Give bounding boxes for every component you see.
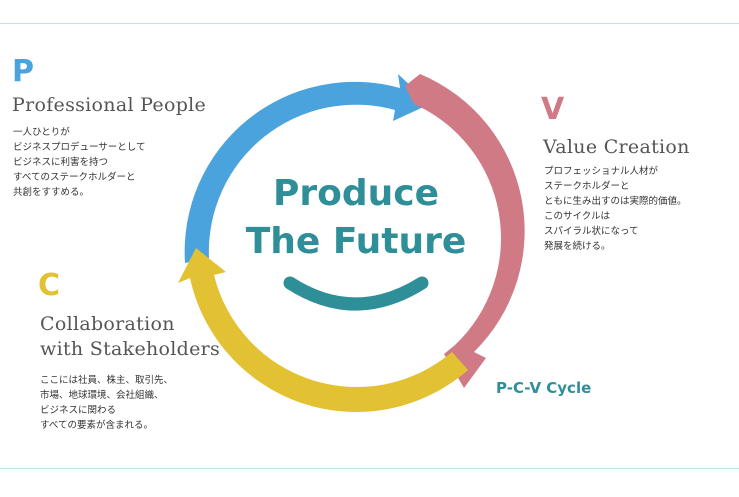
v-desc-line: ステークホルダーと [544,181,630,192]
c-desc-line: ビジネスに関わる [40,405,117,416]
v-title: Value Creation [543,136,690,158]
center-title-line1: Produce [273,173,439,214]
c-title-line2: with Stakeholders [40,338,221,360]
v-desc-line: ともに生み出すのは実際的価値。 [544,196,687,207]
blue-arc-arrow [184,74,430,263]
v-desc-line: プロフェッショナル人材が [544,166,659,177]
p-title: Professional People [12,94,207,116]
c-title-line1: Collaboration [40,313,175,335]
p-desc-line: ビジネスに利害を持つ [13,157,109,168]
p-desc-line: ビジネスプロデューサーとして [13,142,146,153]
top-divider [0,23,739,24]
v-letter: V [541,92,565,127]
v-desc-line: スパイラル状になって [544,226,639,237]
v-desc-line: 発展を続ける。 [544,241,611,252]
p-desc-line: すべてのステークホルダーと [13,172,136,183]
v-description: プロフェッショナル人材が ステークホルダーと ともに生み出すのは実際的価値。 こ… [544,164,687,254]
bottom-divider [0,468,739,469]
c-desc-line: ここには社員、株主、取引先、 [40,375,174,386]
c-desc-line: 市場、地球環境、会社組織、 [40,390,164,401]
pink-arc-arrow [405,74,525,388]
c-description: ここには社員、株主、取引先、 市場、地球環境、会社組織、 ビジネスに関わる すべ… [40,373,173,433]
p-description: 一人ひとりが ビジネスプロデューサーとして ビジネスに利害を持つ すべてのステー… [13,125,146,200]
v-desc-line: このサイクルは [544,211,611,222]
center-title-line2: The Future [246,221,467,262]
smile-shape [283,276,429,311]
yellow-arc-arrow [178,248,468,412]
p-letter: P [12,54,34,89]
p-desc-line: 一人ひとりが [13,127,70,138]
p-desc-line: 共創をすすめる。 [13,187,90,198]
c-desc-line: すべての要素が含まれる。 [40,420,153,431]
cycle-label: P-C-V Cycle [496,379,591,397]
c-letter: C [38,268,61,303]
